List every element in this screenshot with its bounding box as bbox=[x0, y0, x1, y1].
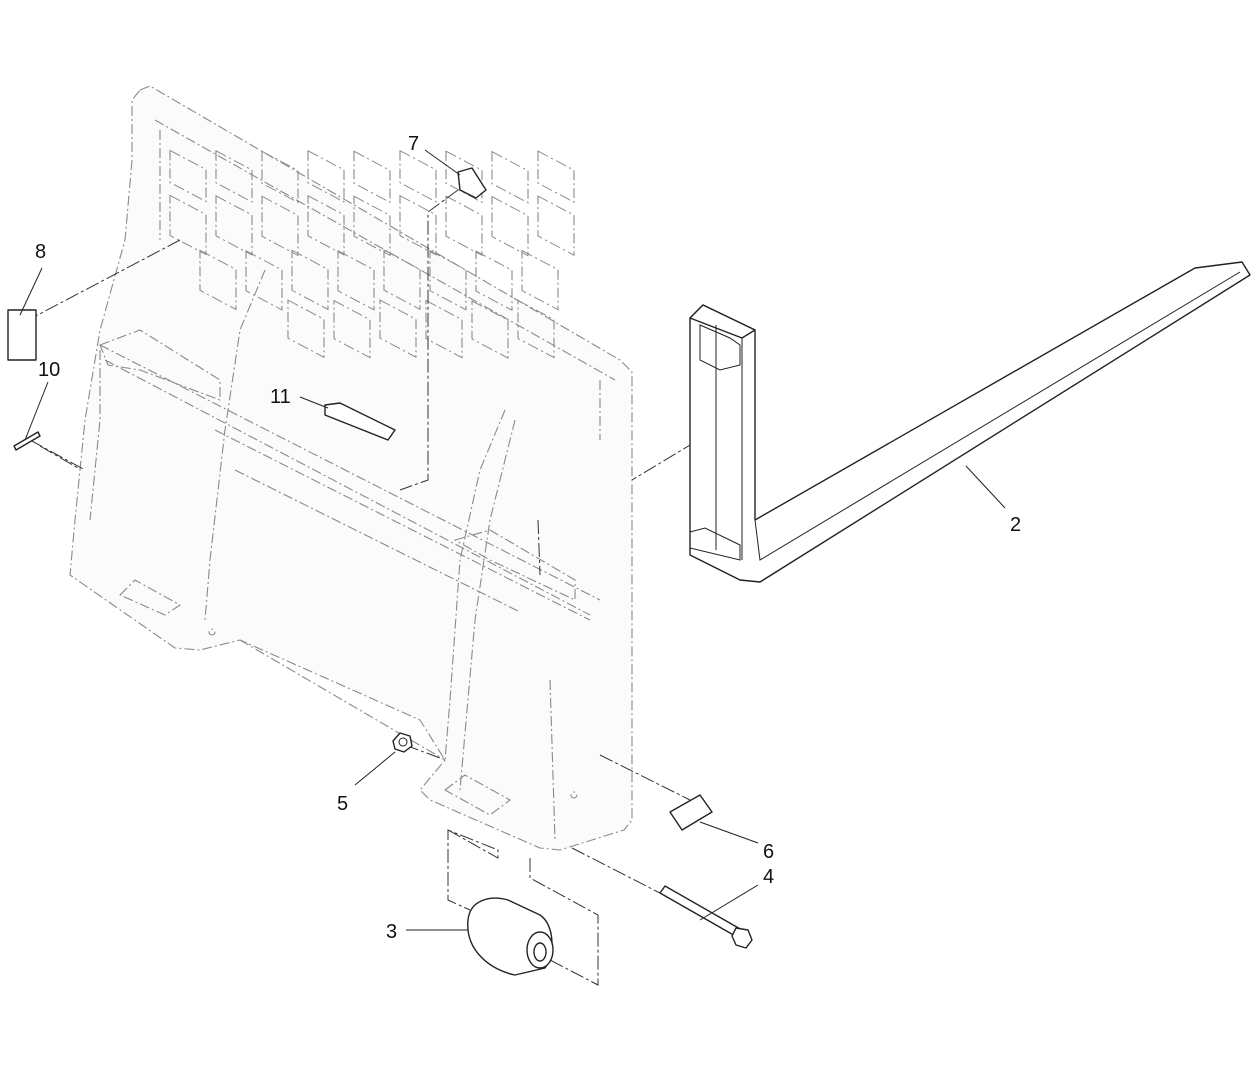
callout-labels: 2 3 4 5 6 7 8 10 11 bbox=[35, 133, 1021, 943]
callout-10: 10 bbox=[38, 359, 60, 381]
callout-2: 2 bbox=[1010, 514, 1021, 536]
callout-3: 3 bbox=[386, 921, 397, 943]
decal-11-part bbox=[324, 402, 396, 441]
callout-5: 5 bbox=[337, 793, 348, 815]
explode-lines bbox=[29, 189, 716, 986]
callout-7: 7 bbox=[408, 133, 419, 155]
fork-part bbox=[689, 261, 1251, 583]
pin-10-part bbox=[13, 431, 41, 451]
frame-grid bbox=[169, 149, 575, 359]
bolt-part bbox=[659, 885, 753, 949]
callout-4: 4 bbox=[763, 866, 774, 888]
carriage-frame-outline bbox=[69, 85, 633, 851]
callout-11: 11 bbox=[270, 386, 291, 408]
decal-8-part bbox=[7, 309, 37, 361]
decal-7-part bbox=[457, 167, 487, 199]
callout-8: 8 bbox=[35, 241, 46, 263]
roller-part bbox=[467, 897, 554, 976]
decal-6-part bbox=[669, 794, 713, 831]
nut-part bbox=[392, 732, 413, 753]
leader-lines bbox=[19, 149, 1006, 931]
callout-6: 6 bbox=[763, 841, 774, 863]
